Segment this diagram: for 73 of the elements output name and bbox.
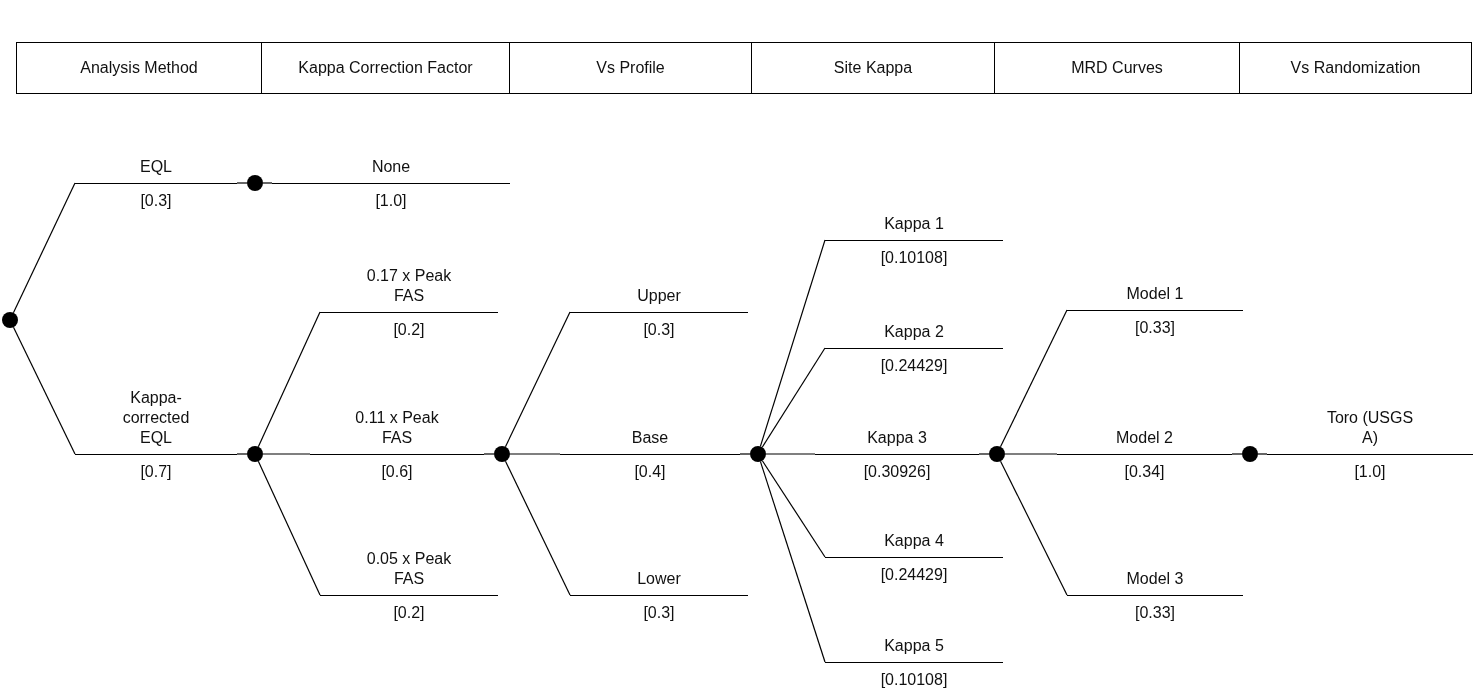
branch-label: Model 1 xyxy=(1126,284,1184,304)
branch-label: Toro (USGS A) xyxy=(1325,408,1415,448)
branch-weight: [1.0] xyxy=(375,191,407,211)
tree-branch-connector xyxy=(761,460,826,558)
branch-label: Model 2 xyxy=(1116,428,1173,448)
tree-branch-connector xyxy=(1231,453,1243,455)
header-cell: Kappa Correction Factor xyxy=(262,42,510,94)
tree-branch-connector xyxy=(504,311,571,448)
tree-branch-connector xyxy=(257,311,321,448)
branch-weight: [0.3] xyxy=(140,191,172,211)
chance-node-dot xyxy=(494,446,510,462)
tree-branch-connector xyxy=(759,461,826,663)
chance-node-dot xyxy=(1242,446,1258,462)
tree-branch-connector xyxy=(1257,453,1268,455)
tree-branch-connector xyxy=(761,347,826,448)
branch-label: 0.11 x Peak FAS xyxy=(354,408,440,448)
branch-label: Kappa 1 xyxy=(884,214,944,234)
tree-branch-connector xyxy=(262,182,273,184)
branch-label: Kappa 2 xyxy=(884,322,944,342)
tree-branch-connector xyxy=(12,182,76,314)
tree-branch-connector xyxy=(765,453,816,455)
branch-label: Kappa-corrected EQL xyxy=(121,388,191,448)
branch-label: Base xyxy=(631,428,669,448)
tree-branch-connector xyxy=(236,453,248,455)
chance-node-dot xyxy=(989,446,1005,462)
branch-weight: [0.10108] xyxy=(880,670,948,690)
tree-branch-connector xyxy=(999,309,1068,448)
branch-weight: [0.4] xyxy=(634,462,666,482)
branch-weight: [0.24429] xyxy=(880,565,948,585)
branch-weight: [0.2] xyxy=(393,603,425,623)
branch-weight: [0.33] xyxy=(1135,318,1175,338)
header-cell: Vs Profile xyxy=(510,42,752,94)
branch-label: 0.17 x Peak FAS xyxy=(365,266,453,306)
header-cell: Vs Randomization xyxy=(1240,42,1472,94)
branch-label: EQL xyxy=(140,157,172,177)
tree-branch-connector xyxy=(999,460,1068,596)
tree-branch-connector xyxy=(257,460,321,596)
tree-branch-connector xyxy=(262,453,311,455)
branch-weight: [0.33] xyxy=(1135,603,1175,623)
tree-branch-connector xyxy=(1004,453,1058,455)
branch-label: Kappa 5 xyxy=(884,636,944,656)
branch-weight: [0.30926] xyxy=(863,462,931,482)
branch-weight: [0.10108] xyxy=(880,248,948,268)
header-cell: MRD Curves xyxy=(995,42,1240,94)
tree-branch-connector xyxy=(739,453,751,455)
tree-branch-connector xyxy=(978,453,990,455)
chance-node-dot xyxy=(750,446,766,462)
header-cell: Site Kappa xyxy=(752,42,995,94)
branch-label: 0.05 x Peak FAS xyxy=(365,549,453,589)
branch-weight: [0.24429] xyxy=(880,356,948,376)
branch-label: Model 3 xyxy=(1126,569,1184,589)
tree-branch-connector xyxy=(509,453,561,455)
chance-node-dot xyxy=(247,175,263,191)
header-cell: Analysis Method xyxy=(16,42,262,94)
branch-weight: [0.3] xyxy=(643,320,675,340)
branch-weight: [0.7] xyxy=(140,462,172,482)
branch-label: None xyxy=(371,157,411,177)
branch-weight: [0.2] xyxy=(393,320,425,340)
branch-label: Kappa 3 xyxy=(867,428,927,448)
branch-label: Kappa 4 xyxy=(884,531,944,551)
chance-node-dot xyxy=(247,446,263,462)
tree-branch-connector xyxy=(483,453,495,455)
branch-weight: [1.0] xyxy=(1354,462,1386,482)
tree-branch-connector xyxy=(236,182,248,184)
branch-label: Lower xyxy=(637,569,681,589)
branch-weight: [0.6] xyxy=(381,462,413,482)
chance-node-dot xyxy=(2,312,18,328)
branch-weight: [0.34] xyxy=(1124,462,1165,482)
tree-branch-connector xyxy=(504,460,571,596)
branch-weight: [0.3] xyxy=(643,603,675,623)
tree-branch-connector xyxy=(12,326,76,455)
branch-label: Upper xyxy=(637,286,681,306)
tree-branch-connector xyxy=(759,239,826,447)
